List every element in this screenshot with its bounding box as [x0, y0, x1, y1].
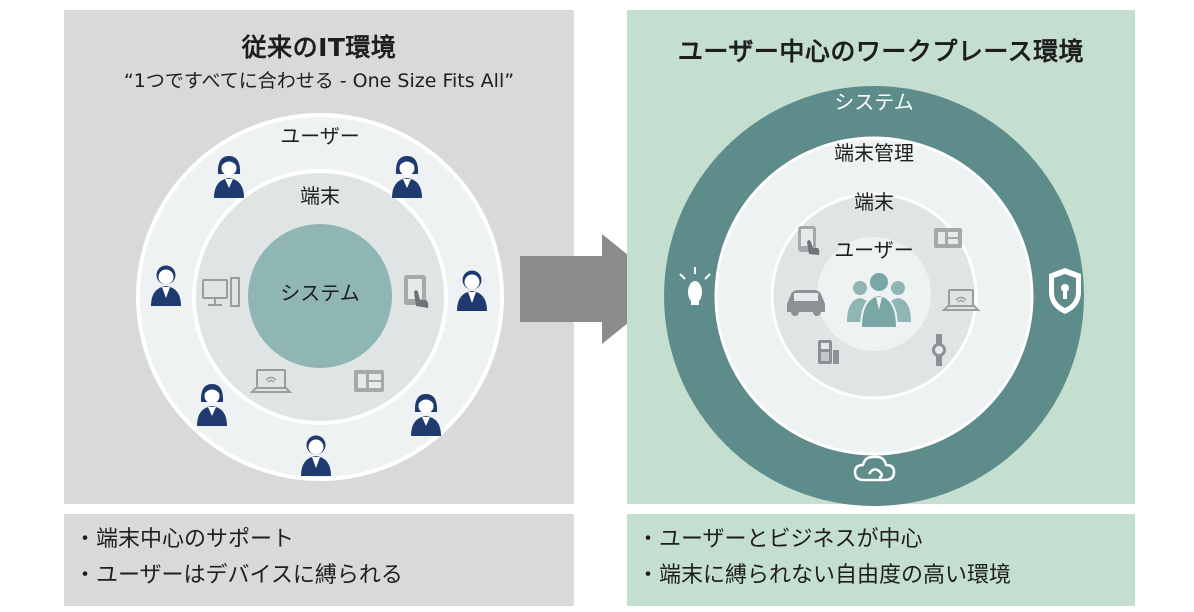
watch-icon: [932, 334, 946, 366]
left-title: 従来のIT環境: [241, 33, 397, 62]
tablet-icon: [798, 226, 820, 255]
right-ring-outer-label: システム: [834, 90, 913, 114]
payment-terminal-icon: [818, 340, 839, 364]
right-panel: ユーザー中心のワークプレース環境 システム 端末管理 端末 ユーザー: [627, 10, 1135, 506]
laptop-icon: [941, 289, 981, 311]
left-panel: 従来のIT環境 “1つですべてに合わせる - One Size Fits All…: [64, 10, 574, 504]
right-bullet-box: ・ユーザーとビジネスが中心 ・端末に縛られない自由度の高い環境: [627, 514, 1135, 606]
car-icon: [787, 290, 825, 316]
right-ring-third-label: 端末: [854, 190, 894, 214]
right-bullet-1: ・ユーザーとビジネスが中心: [637, 527, 923, 552]
right-bullet-2: ・端末に縛られない自由度の高い環境: [637, 563, 1012, 588]
user-group-icon: [847, 271, 911, 329]
pos-terminal-icon: [934, 228, 962, 248]
left-core-label: システム: [280, 281, 359, 305]
right-diagram: システム 端末管理 端末 ユーザー: [664, 86, 1084, 506]
right-core-label: ユーザー: [834, 238, 914, 262]
left-bullet-box: ・端末中心のサポート ・ユーザーはデバイスに縛られる: [64, 514, 574, 606]
cloud-icon: [853, 455, 896, 482]
left-ring-middle-label: 端末: [300, 184, 340, 208]
tablet-icon: [404, 275, 429, 308]
right-ring-second-label: 端末管理: [834, 141, 914, 165]
shield-lock-icon: [1049, 268, 1081, 314]
left-diagram: ユーザー 端末 システム: [136, 113, 504, 481]
pos-terminal-icon: [354, 370, 384, 392]
left-subtitle: “1つですべてに合わせる - One Size Fits All”: [123, 70, 515, 92]
left-bullet-1: ・端末中心のサポート: [74, 527, 295, 552]
right-title: ユーザー中心のワークプレース環境: [677, 37, 1085, 66]
laptop-icon: [249, 369, 293, 393]
desktop-icon: [202, 277, 240, 307]
left-bullet-2: ・ユーザーはデバイスに縛られる: [74, 563, 403, 588]
left-ring-outer-label: ユーザー: [280, 124, 360, 148]
lightbulb-icon: [679, 267, 711, 305]
